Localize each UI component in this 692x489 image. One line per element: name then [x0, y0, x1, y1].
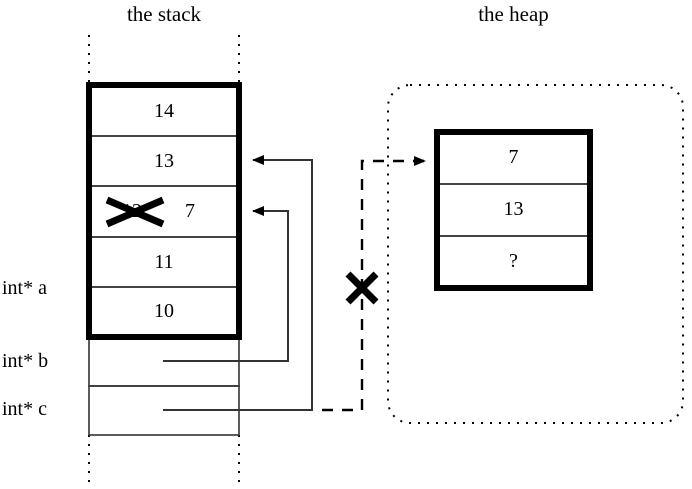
heap-cell-value-1: 13: [503, 198, 524, 220]
stack-value-strike-icon: [105, 196, 165, 228]
stack-frame-box: [86, 82, 242, 340]
stack-cell-value-4: 10: [154, 300, 174, 322]
heap-region-boundary: [387, 84, 684, 424]
stack-title: the stack: [126, 2, 202, 26]
stack-dotted-extent-top: [88, 35, 240, 85]
heap-pointer-strike-icon: [345, 271, 379, 305]
stack-pointer-cells: [88, 336, 240, 436]
stack-cell-value-0: 14: [154, 100, 174, 122]
stack-cell-value-1: 13: [154, 150, 174, 172]
stack-cell-value-2: 7: [185, 200, 195, 222]
heap-title: the heap: [478, 2, 549, 26]
variable-label-c: int* c: [2, 398, 47, 420]
heap-cell-value-0: 7: [508, 146, 519, 168]
pointer-arrow-b: [163, 206, 289, 362]
heap-block-box: [434, 129, 593, 291]
variable-label-b: int* b: [2, 350, 49, 372]
stack-dotted-extent-bottom: [88, 435, 240, 487]
stack-cell-value-3: 11: [154, 251, 174, 273]
pointer-arrow-c: [163, 155, 313, 411]
heap-cell-value-2: ?: [509, 250, 518, 272]
dangling-heap-pointer: [322, 156, 426, 412]
variable-label-a: int* a: [2, 277, 47, 299]
